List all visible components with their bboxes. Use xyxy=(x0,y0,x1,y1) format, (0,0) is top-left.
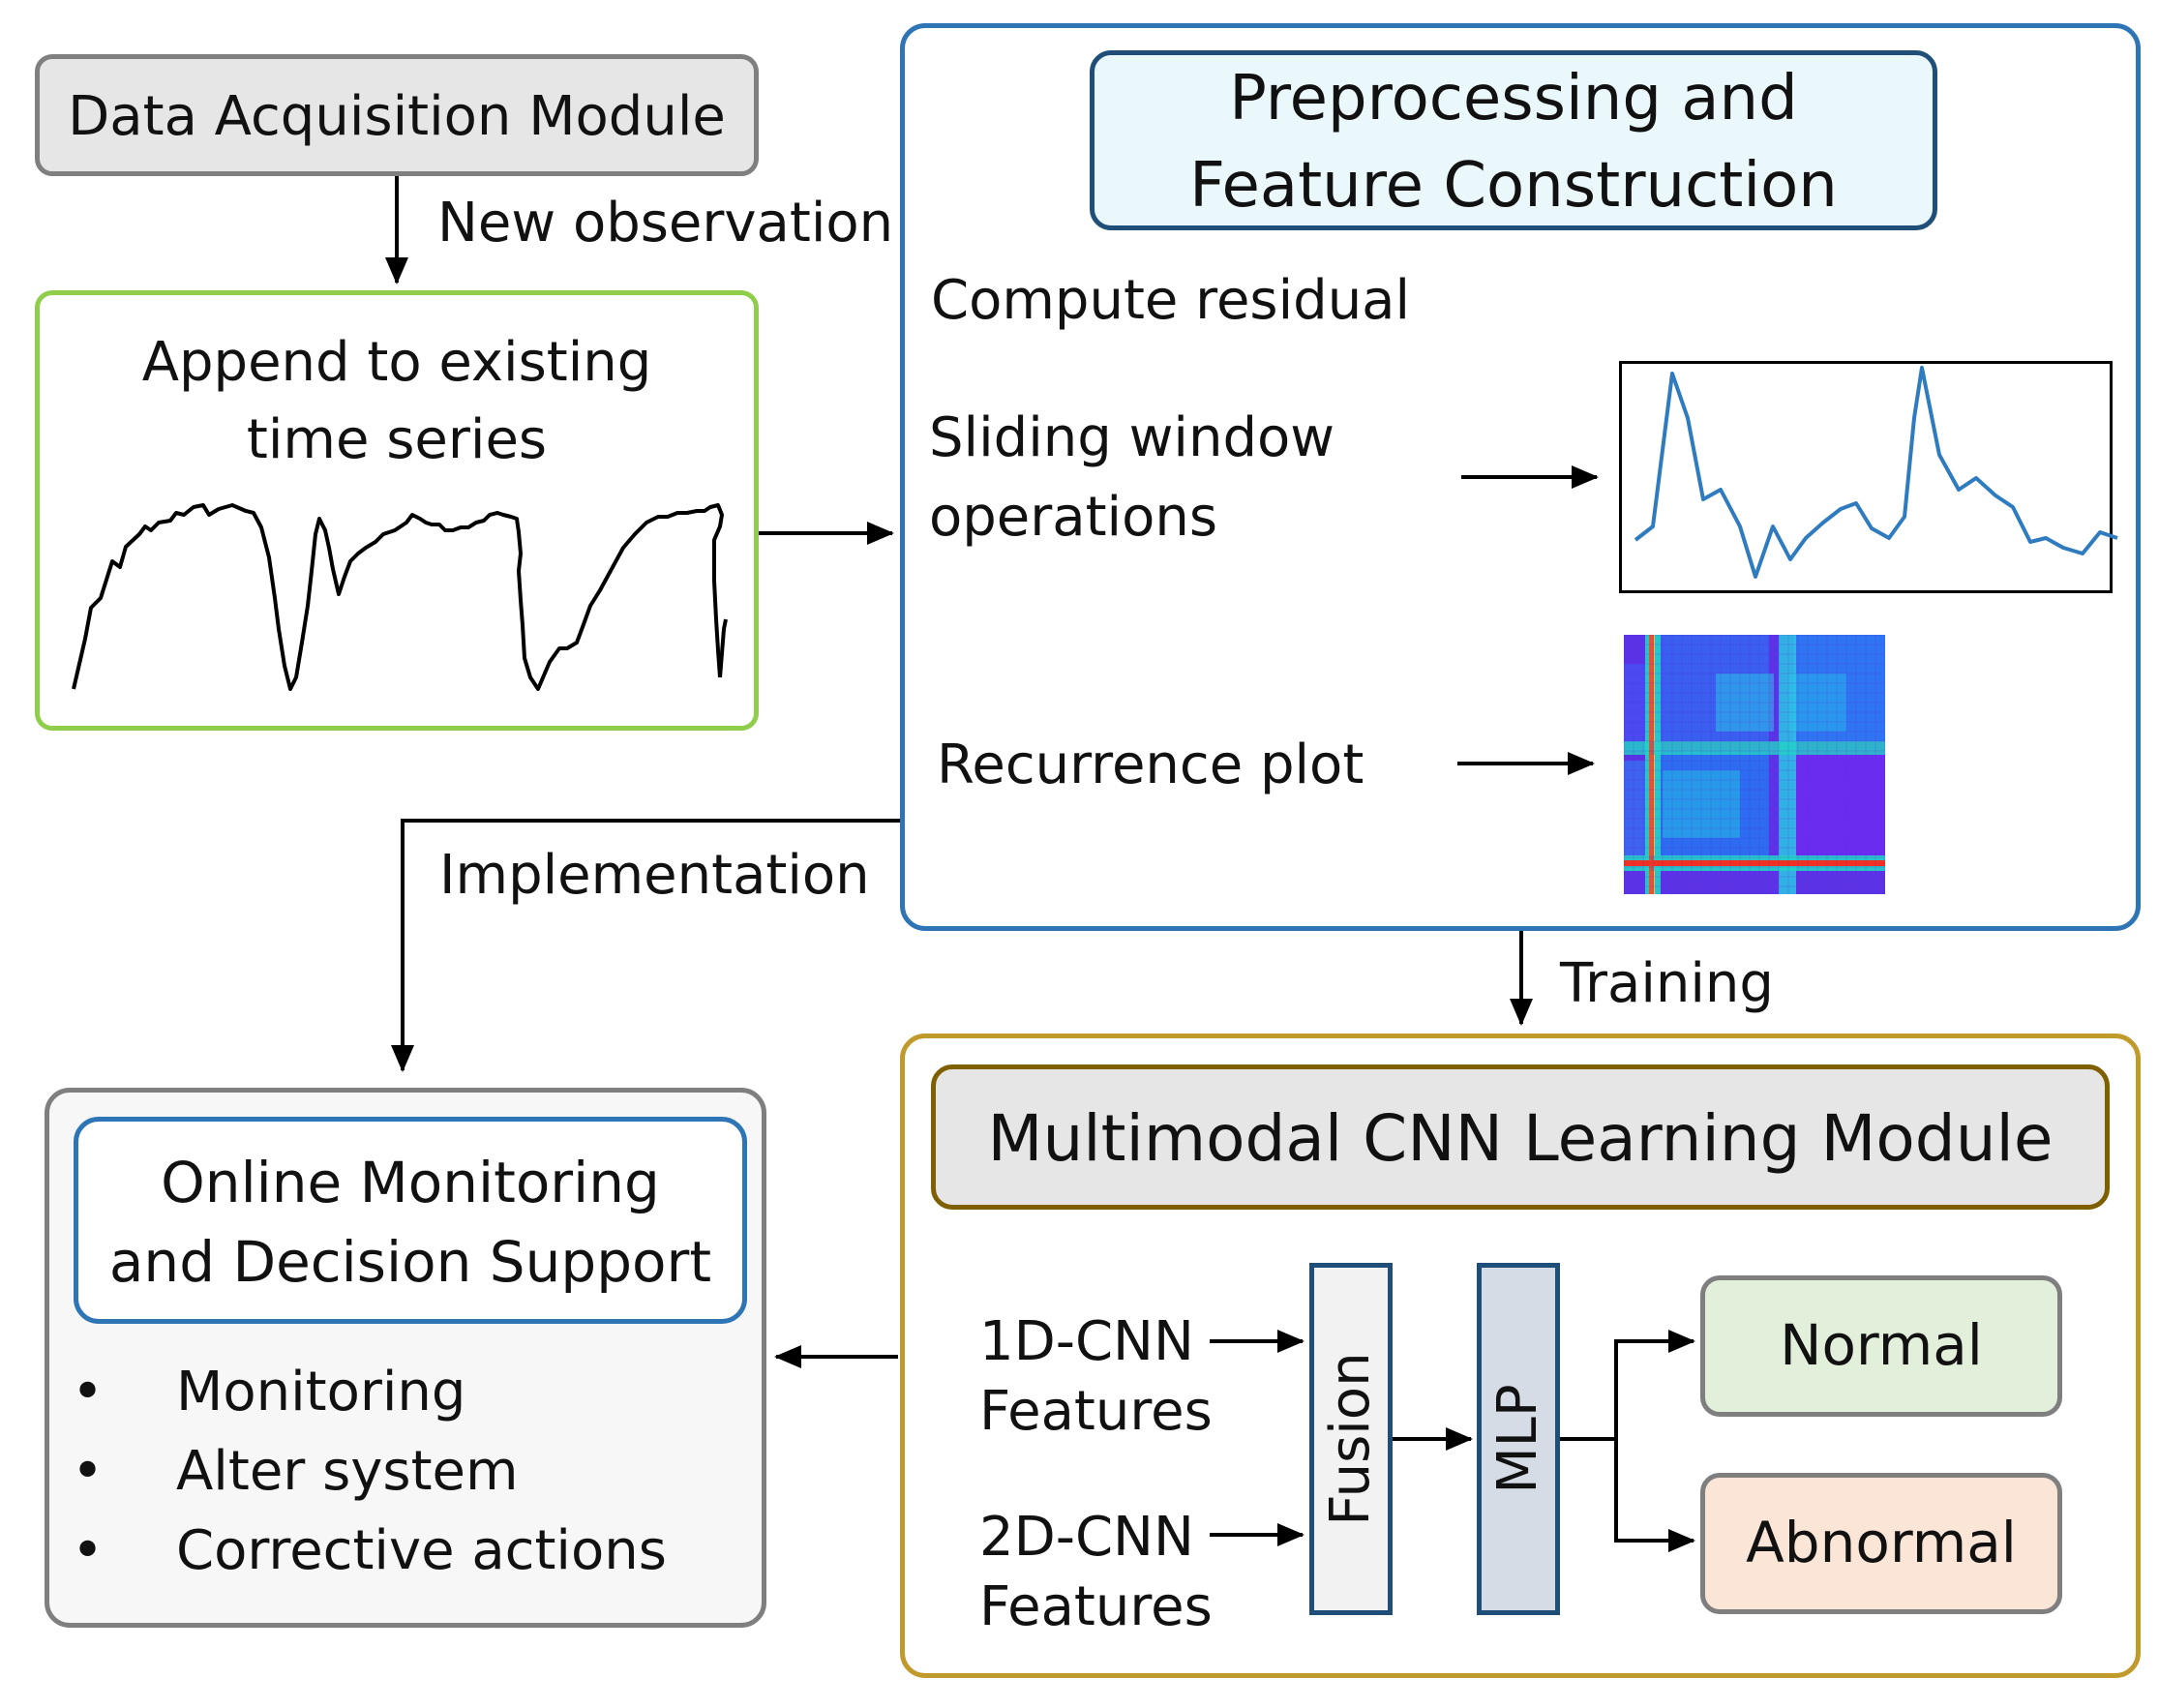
append-line1: Append to existing xyxy=(141,331,652,394)
sliding-window-line2: operations xyxy=(929,486,1218,549)
normal-label: Normal xyxy=(1780,1312,1983,1378)
monitoring-title-line1: Online Monitoring xyxy=(161,1150,660,1215)
append-time-series-box xyxy=(35,290,759,731)
residual-line xyxy=(1634,366,2118,579)
monitoring-title-box xyxy=(74,1117,747,1324)
arrow-mlp-to-normal xyxy=(1614,1330,1695,1439)
bullet-dot: • xyxy=(72,1361,105,1423)
cnn-1d-line2: Features xyxy=(979,1380,1213,1443)
bullet-corrective-actions: Corrective actions xyxy=(176,1519,667,1582)
cnn-2d-line2: Features xyxy=(979,1575,1213,1638)
arrow-implementation xyxy=(391,819,900,1072)
compute-residual-label: Compute residual xyxy=(931,269,1411,332)
fusion-block xyxy=(1309,1263,1393,1615)
mlp-block xyxy=(1477,1263,1560,1615)
data-acquisition-label: Data Acquisition Module xyxy=(68,85,726,148)
training-label: Training xyxy=(1560,952,1774,1015)
implementation-label: Implementation xyxy=(439,844,870,907)
bullet-dot: • xyxy=(72,1440,105,1503)
cnn-2d-line1: 2D-CNN xyxy=(979,1506,1194,1569)
abnormal-box xyxy=(1700,1473,2062,1614)
abnormal-label: Abnormal xyxy=(1746,1510,2017,1575)
preprocessing-title-line1: Preprocessing and xyxy=(1229,63,1798,135)
recurrence-plot-label: Recurrence plot xyxy=(937,734,1364,796)
cnn-title-box xyxy=(931,1064,2110,1210)
append-line2: time series xyxy=(246,408,548,471)
sliding-window-line1: Sliding window xyxy=(929,406,1335,469)
time-series-sparkline-tail xyxy=(718,618,728,678)
cnn-title: Multimodal CNN Learning Module xyxy=(987,1101,2054,1176)
time-series-sparkline xyxy=(72,503,724,691)
bullet-alter-system: Alter system xyxy=(176,1440,519,1503)
recurrence-plot-image xyxy=(1624,635,1885,894)
bullet-monitoring: Monitoring xyxy=(176,1361,466,1423)
cnn-1d-line1: 1D-CNN xyxy=(979,1310,1194,1373)
residual-plot-frame xyxy=(1619,361,2113,593)
arrow-mlp-to-abnormal xyxy=(1614,1439,1695,1552)
normal-box xyxy=(1700,1275,2062,1417)
new-observation-label: New observation xyxy=(437,192,894,255)
monitoring-title-line2: and Decision Support xyxy=(108,1229,712,1295)
preprocessing-title-box xyxy=(1090,50,1937,230)
data-acquisition-box xyxy=(35,54,759,176)
preprocessing-title-line2: Feature Construction xyxy=(1189,150,1838,222)
bullet-dot: • xyxy=(72,1519,105,1582)
